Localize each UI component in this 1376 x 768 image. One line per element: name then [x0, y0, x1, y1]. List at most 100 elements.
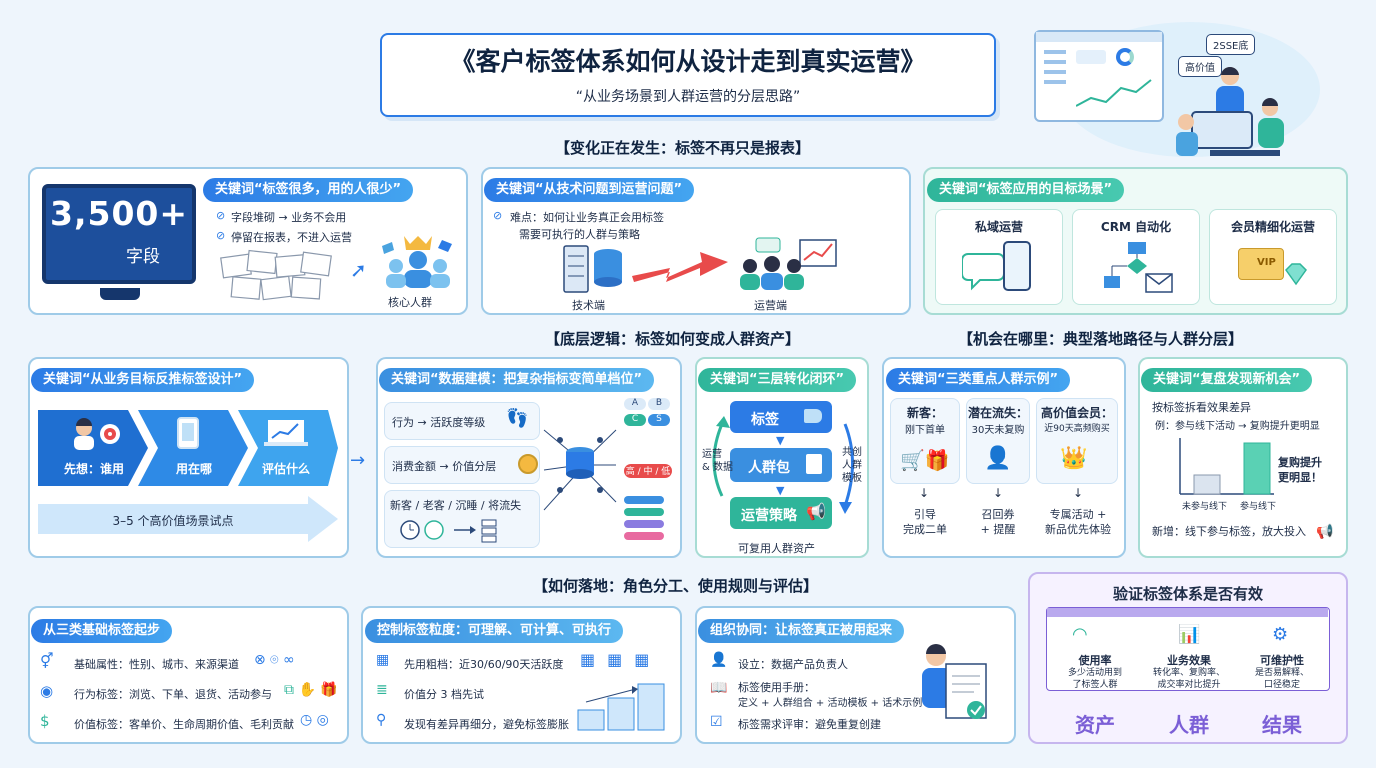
outcome-result: 结果 [1262, 713, 1302, 737]
group-action: 引导 完成二单 [903, 508, 947, 536]
tech-side-label: 技术端 [572, 299, 605, 312]
link-location-icons: ⊗ ⌾ ∞ [254, 652, 295, 668]
metric-desc: 转化率、复购率、 成交率对比提升 [1152, 668, 1225, 690]
megaphone-icon: 📢 [806, 502, 826, 521]
grade-chip-b: B [648, 398, 670, 410]
bar-offline [1243, 442, 1271, 495]
pill-granularity: 控制标签粒度：可理解、可计算、可执行 [365, 619, 624, 643]
cart-gift-icon: 🛒🎁 [900, 448, 950, 472]
review-line2: 例：参与线下活动 → 复购提升更明显 [1155, 421, 1320, 432]
header-illustration: 2SSE底 高价值 [1030, 22, 1350, 162]
search-icon: ⚲ [376, 712, 387, 728]
coins-clock-icons: ◷ ◎ [300, 712, 329, 728]
card-tech-to-ops [481, 167, 911, 315]
core-people-label: 核心人群 [388, 296, 432, 309]
money-bag-icon: $ [40, 712, 50, 730]
scene-label: CRM 自动化 [1100, 220, 1172, 234]
group-high-value[interactable] [1036, 398, 1118, 484]
section-title-landing: 【如何落地：角色分工、使用规则与评估】 [533, 577, 819, 595]
arrow-down-icon: ↓ [993, 486, 1004, 500]
ops-side-label: 运营端 [754, 299, 787, 312]
base-tag-item: 基础属性：性别、城市、来源渠道 [74, 658, 239, 671]
book-icon: 📖 [710, 680, 728, 696]
layers-icon: ≣ [376, 682, 388, 698]
model-item-activity [384, 402, 540, 440]
validate-title: 验证标签体系是否有效 [1112, 585, 1263, 603]
bar-chart [1179, 438, 1274, 495]
page-title: 《客户标签体系如何从设计走到真实运营》 [450, 47, 926, 76]
pill-target-scenes: 关键词“标签应用的目标场景” [927, 178, 1125, 202]
scene-crm-automation[interactable] [1072, 209, 1200, 305]
group-action: 召回券 + 提醒 [980, 508, 1016, 536]
tag-icon [804, 409, 822, 423]
arrow-down-icon: ▼ [776, 434, 785, 447]
difficulty-text-2: 需要可执行的人群与策略 [519, 228, 640, 241]
arrow-down-icon: ▼ [776, 484, 785, 497]
tag-badge-2: 高价值 [1178, 56, 1222, 77]
point-text: 字段堆砌 → 业务不会用 [231, 211, 347, 224]
database-hub-icon [543, 429, 617, 511]
difficulty-text: 难点：如何让业务真正会用标签 [510, 211, 664, 224]
ops-team-icon [740, 237, 837, 290]
flowchart-mail-icon [1104, 242, 1173, 293]
metric-desc: 是否易解释、 口径稳定 [1254, 668, 1309, 690]
group-action: 专属活动 + 新品优先体验 [1045, 508, 1111, 536]
collab-item: 标签使用手册： [738, 681, 815, 694]
check-icon: ⊘ [493, 209, 503, 222]
pill-reverse-design: 关键词“从业务目标反推标签设计” [31, 368, 255, 392]
segment-bar [624, 496, 664, 504]
person-icon: 👤 [710, 652, 728, 668]
grade-chip-s: S [648, 414, 670, 426]
review-line1: 按标签拆看效果差异 [1152, 401, 1251, 414]
core-people-crown-icon [382, 236, 452, 288]
metric-name: 使用率 [1078, 654, 1112, 667]
arrow-right-icon: ➚ [350, 258, 367, 282]
coins-icon [518, 454, 538, 474]
pill-tech-to-ops: 关键词“从技术问题到运营问题” [484, 178, 695, 202]
loop-arrows [712, 416, 854, 514]
group-sub: 刚下首单 [905, 425, 945, 436]
step-who-uses[interactable]: 先想：谁用 [63, 462, 124, 476]
outcome-asset: 资产 [1075, 713, 1115, 737]
section-title-opportunity: 【机会在哪里：典型落地路径与人群分层】 [958, 330, 1244, 348]
metric-desc: 多少活动用到 了标签人群 [1067, 668, 1122, 690]
list-icon [806, 454, 822, 474]
group-new-customer[interactable] [890, 398, 960, 484]
calendar-icon: ▦ [376, 652, 390, 668]
step-where-used[interactable]: 用在哪 [175, 462, 212, 476]
bar-growth-icon: 📊 [1178, 624, 1201, 645]
pill-base-tags: 从三类基础标签起步 [31, 619, 173, 643]
pill-three-layer: 关键词“三层转化闭环” [698, 368, 857, 392]
grade-chip-c: C [624, 414, 646, 426]
model-item-label: 消费金额 → 价值分层 [392, 460, 497, 473]
review-bottom: 新增：线下参与标签，放大投入 [1152, 525, 1306, 538]
chat-phone-icon [962, 241, 1031, 291]
layer-ops-label: 运营策略 [741, 508, 797, 524]
check-icon: ⊘ [216, 229, 226, 242]
collab-item: 设立：数据产品负责人 [738, 658, 848, 671]
grey-user-clock-icon: 👤 [984, 446, 1012, 471]
tag-gift-icons: ⧉ ✋ 🎁 [284, 682, 338, 698]
monitor-number: 3,500+ [50, 194, 189, 233]
gender-icon: ⚥ [40, 652, 54, 670]
bar-not-offline [1193, 474, 1221, 495]
step-evaluate[interactable]: 评估什么 [261, 462, 310, 476]
dashboard-screen-icon [1034, 30, 1164, 122]
reusable-asset-label: 可复用人群资产 [738, 542, 815, 555]
check-icon: ⊘ [216, 209, 226, 222]
group-sub: 近90天高频购买 [1044, 424, 1110, 434]
big-arrow-right [38, 496, 338, 542]
metric-name: 可维护性 [1260, 654, 1304, 667]
arrow-right-icon: → [350, 450, 366, 471]
group-title: 高价值会员： [1040, 406, 1113, 420]
layer-ops-strategy[interactable] [730, 497, 832, 529]
collab-item: 标签需求评审：避免重复创建 [738, 718, 881, 731]
pill-key-groups: 关键词“三类重点人群示例” [886, 368, 1071, 392]
broken-arrow-icon [632, 252, 728, 282]
pilot-text: 3–5 个高价值场景试点 [112, 514, 234, 528]
group-churn-risk[interactable] [966, 398, 1030, 484]
megaphone-icon: 📢 [1316, 524, 1334, 540]
group-sub: 30天未复购 [971, 425, 1025, 436]
model-item-spend [384, 446, 540, 484]
section-title-change: 【变化正在发生：标签不再只是报表】 [555, 139, 811, 157]
